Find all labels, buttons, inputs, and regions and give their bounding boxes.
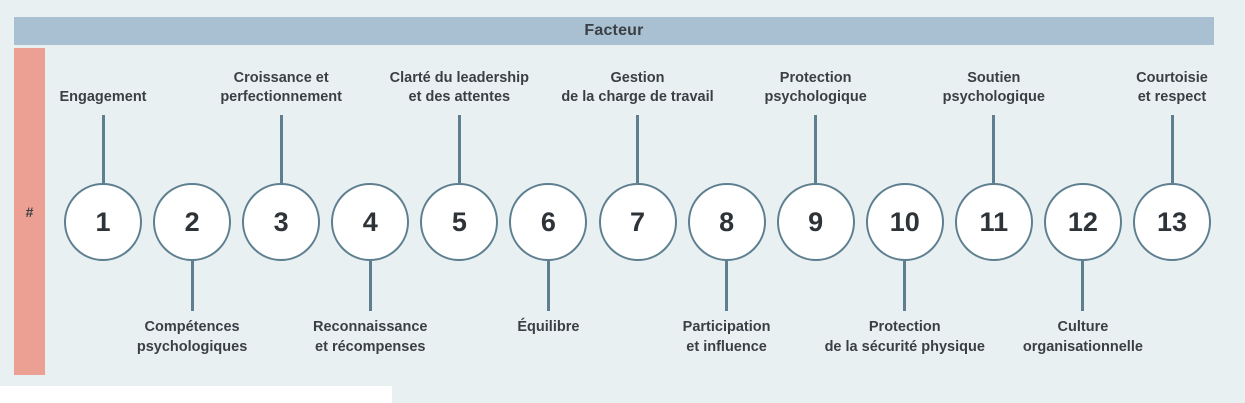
factor-number: 6 xyxy=(540,206,556,237)
factor-circle-1[interactable]: 1 xyxy=(64,183,142,261)
factor-circle-4[interactable]: 4 xyxy=(331,183,410,261)
factor-connector-10 xyxy=(903,261,907,311)
number-column: # xyxy=(14,48,45,375)
factor-circle-5[interactable]: 5 xyxy=(420,183,499,261)
factor-label-1: Engagement xyxy=(59,89,147,106)
factor-circle-8[interactable]: 8 xyxy=(687,183,766,261)
factor-label-6: Équilibre xyxy=(517,319,580,335)
factor-label-7: Gestion de la charge de travail xyxy=(561,69,714,106)
header-bar: Facteur xyxy=(14,17,1214,45)
factor-circle-12[interactable]: 12 xyxy=(1043,183,1122,261)
factor-connector-7 xyxy=(636,115,639,183)
factor-circle-9[interactable]: 9 xyxy=(776,183,855,261)
factor-number: 2 xyxy=(184,206,200,237)
header-title: Facteur xyxy=(584,22,644,39)
background-corner-notch xyxy=(0,386,392,403)
factor-connector-13 xyxy=(1170,115,1174,183)
factor-number: 4 xyxy=(362,206,378,237)
factor-connector-2 xyxy=(190,261,194,311)
factor-circle-6[interactable]: 6 xyxy=(509,183,588,261)
factor-number: 3 xyxy=(273,206,289,237)
factor-connector-8 xyxy=(725,261,729,311)
factor-number: 1 xyxy=(95,206,111,237)
factor-number: 12 xyxy=(1067,206,1098,237)
factor-label-8: Participation et influence xyxy=(682,319,771,355)
factor-circle-7[interactable]: 7 xyxy=(598,183,677,261)
factor-number: 11 xyxy=(979,206,1009,237)
factor-connector-3 xyxy=(279,115,283,183)
factor-label-2: Compétences psychologiques xyxy=(136,319,248,355)
factor-circle-10[interactable]: 10 xyxy=(865,183,944,261)
factor-circle-11[interactable]: 11 xyxy=(954,183,1033,261)
factor-connector-12 xyxy=(1081,261,1085,311)
factor-label-11: Soutien psychologique xyxy=(942,69,1045,106)
factor-number: 7 xyxy=(629,206,646,237)
factor-circle-13[interactable]: 13 xyxy=(1133,183,1211,261)
factor-label-12: Culture organisationnelle xyxy=(1022,319,1143,355)
factor-label-9: Protection psychologique xyxy=(764,69,867,106)
factor-number: 13 xyxy=(1156,206,1188,237)
factor-label-10: Protection de la sécurité physique xyxy=(824,319,985,355)
factor-circle-2[interactable]: 2 xyxy=(153,183,232,261)
factor-circle-3[interactable]: 3 xyxy=(242,183,321,261)
factor-connector-4 xyxy=(368,261,372,311)
factor-number: 10 xyxy=(889,206,920,237)
factor-connector-11 xyxy=(992,115,996,183)
factor-label-4: Reconnaissance et récompenses xyxy=(313,319,428,355)
factor-label-13: Courtoisie et respect xyxy=(1136,69,1208,106)
factor-connector-9 xyxy=(814,115,818,183)
number-column-label: # xyxy=(25,203,34,220)
factor-label-5: Clarté du leadership et des attentes xyxy=(389,69,530,106)
factor-number: 9 xyxy=(808,206,824,237)
factor-number: 5 xyxy=(451,206,467,237)
factor-number: 8 xyxy=(719,206,735,237)
factor-connector-6 xyxy=(546,261,550,311)
factor-label-3: Croissance et perfectionnement xyxy=(220,69,342,106)
factor-connector-1 xyxy=(101,115,105,183)
factor-connector-5 xyxy=(457,115,461,183)
